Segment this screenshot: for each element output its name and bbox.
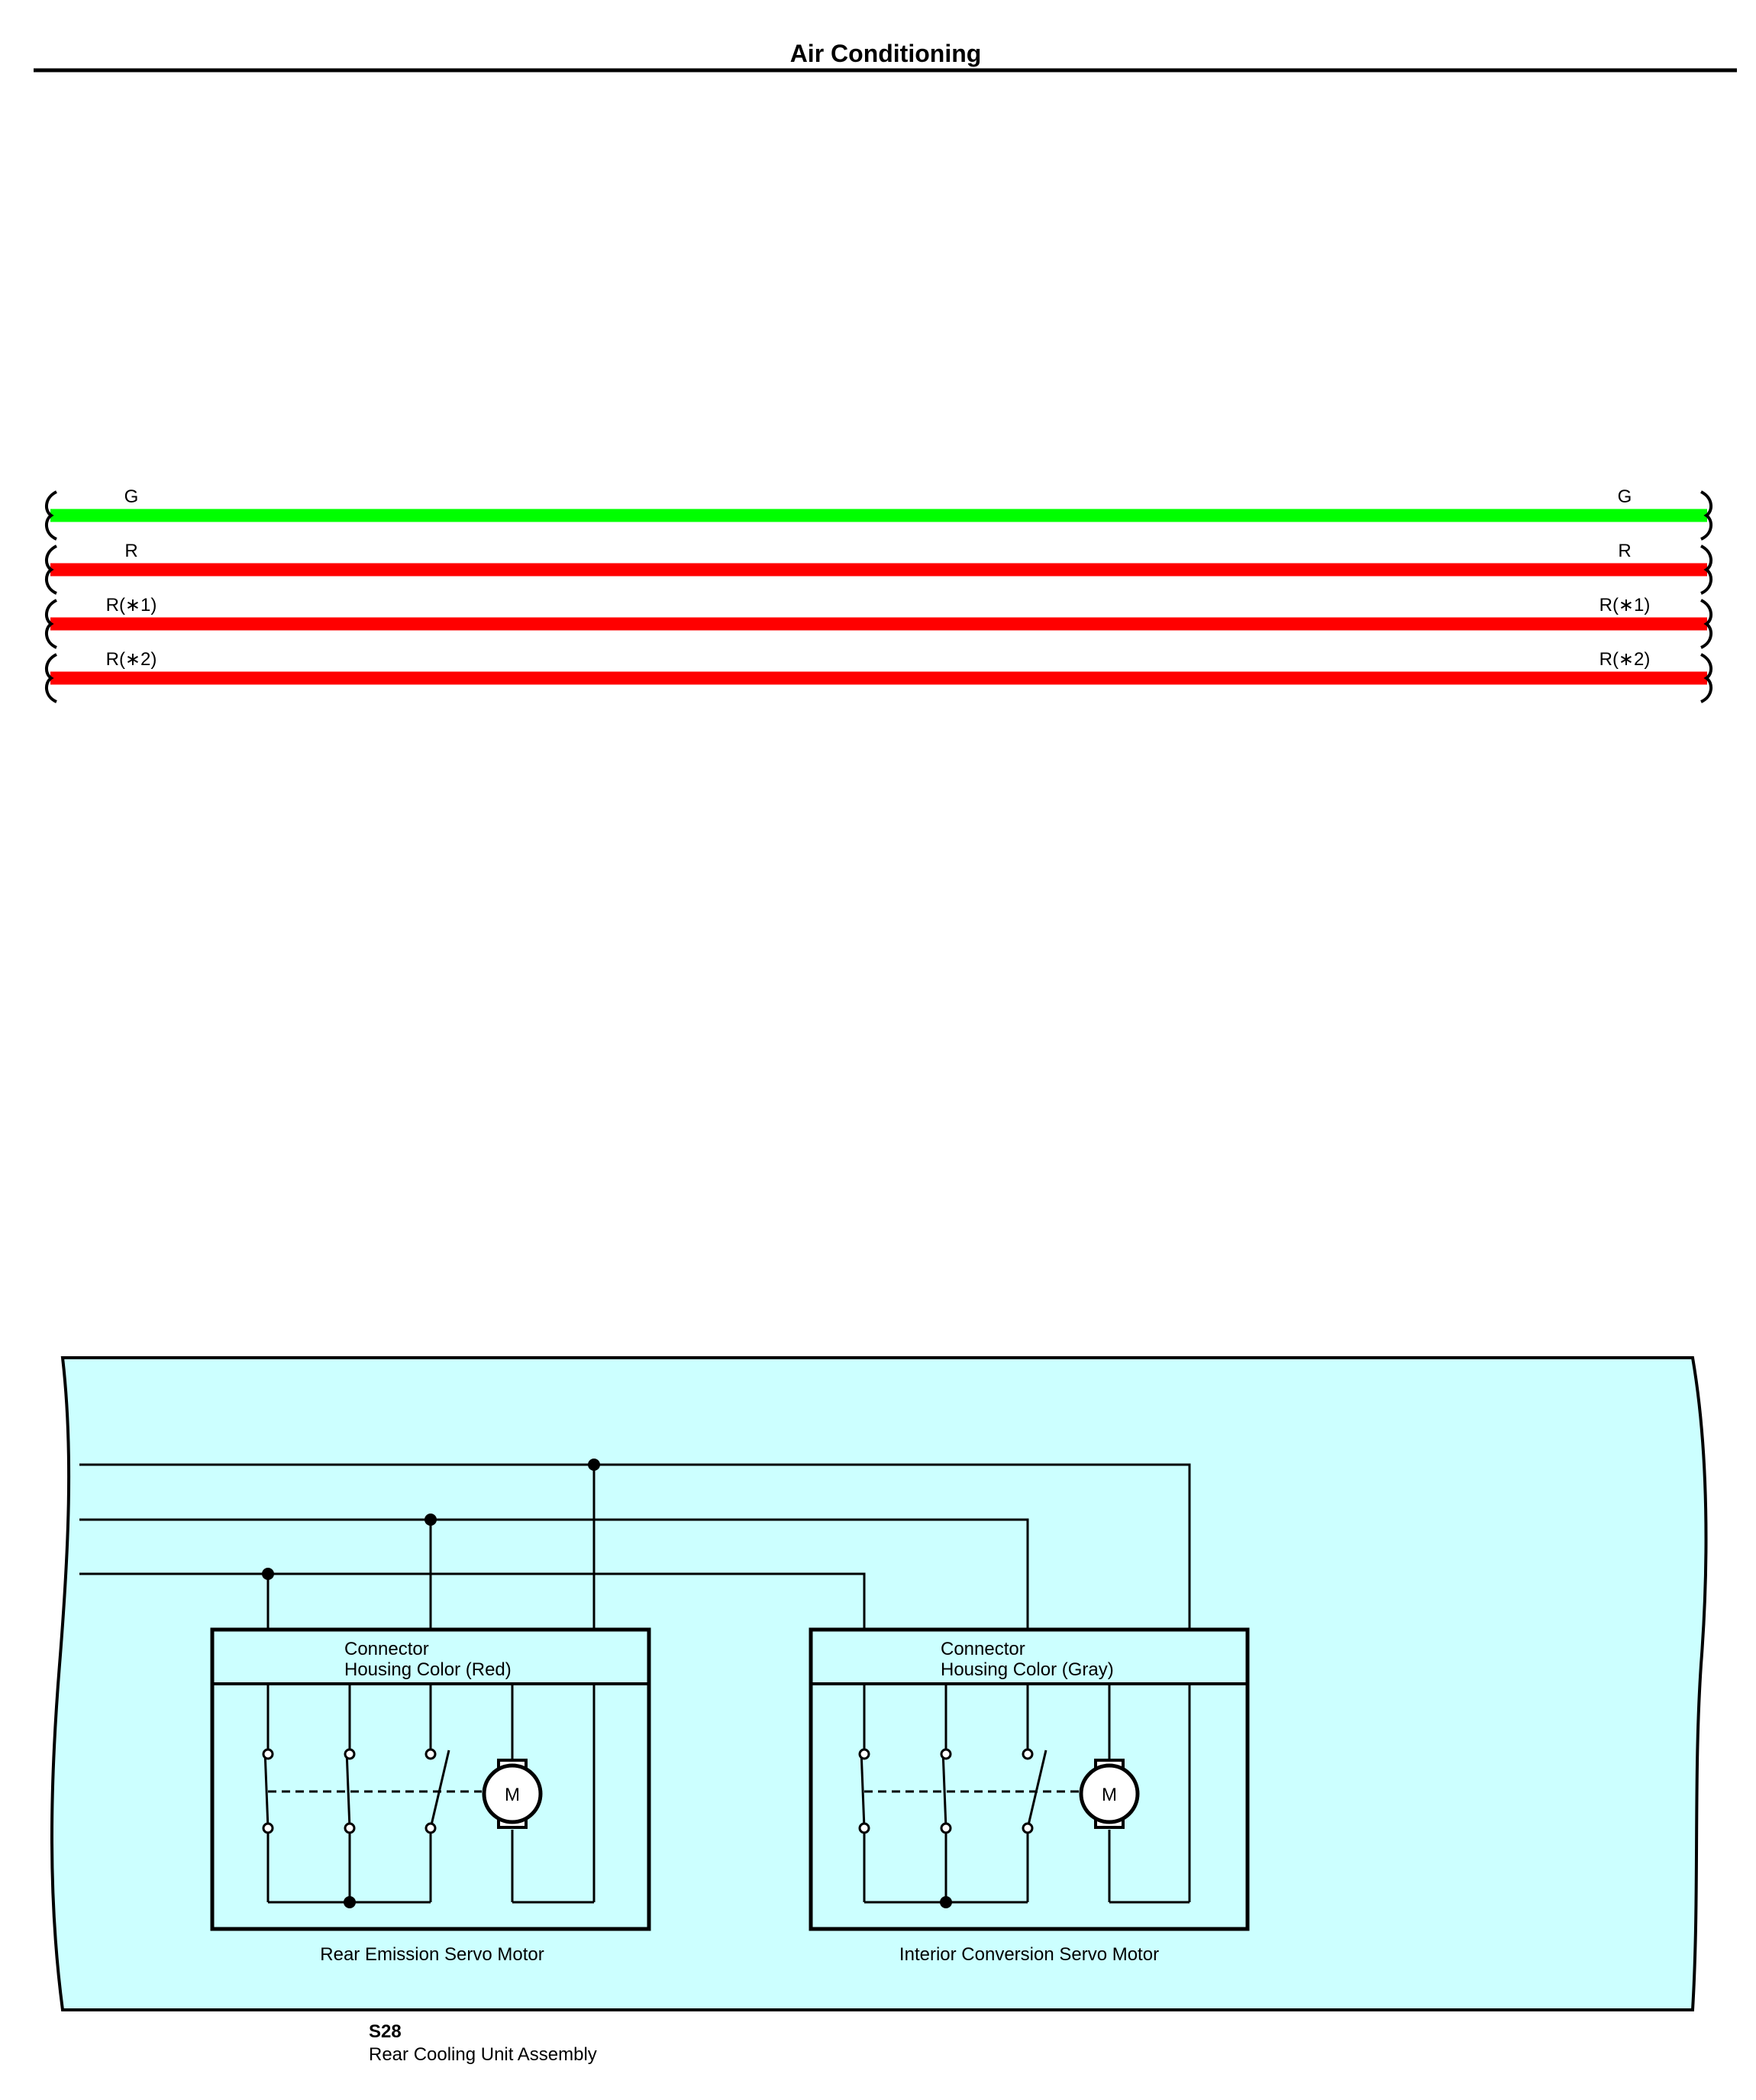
wire-break-right xyxy=(1700,490,1712,541)
rear-cooling-unit-assembly: Connector Housing Color (Red) xyxy=(50,1356,1708,2011)
page-title: Air Conditioning xyxy=(790,40,982,67)
rear-emission-servo-motor: Connector Housing Color (Red) xyxy=(210,1627,651,1965)
wire-break-left xyxy=(45,490,58,541)
wire-r: R R xyxy=(45,541,1712,595)
junction-dot xyxy=(424,1514,437,1526)
wire-r-2: R(∗2) R(∗2) xyxy=(45,649,1712,703)
switch-contacts xyxy=(262,1748,437,1834)
component-name: Rear Emission Servo Motor xyxy=(320,1944,544,1965)
wire-break-right xyxy=(1700,544,1712,595)
wire-g: G G xyxy=(45,486,1712,541)
connector-label-line2: Housing Color (Gray) xyxy=(941,1659,1114,1680)
internal-wiring xyxy=(263,1684,596,1904)
motor-symbol: M xyxy=(482,1759,543,1829)
motor-label: M xyxy=(505,1785,520,1805)
wire-break-right xyxy=(1700,653,1712,703)
assembly-code: S28 xyxy=(369,2021,402,2042)
switch-contacts xyxy=(858,1748,1034,1834)
component-box xyxy=(210,1627,651,1931)
wire-label-right: R xyxy=(1618,541,1631,561)
bus-lines xyxy=(79,1463,1191,1630)
wire-label-right: G xyxy=(1618,486,1632,507)
component-name: Interior Conversion Servo Motor xyxy=(899,1944,1159,1965)
wire-r-1: R(∗1) R(∗1) xyxy=(45,595,1712,649)
wire-label-right: R(∗1) xyxy=(1599,595,1651,615)
wire-label-left: R xyxy=(124,541,137,561)
wire-harness: G G R R R(∗1) R(∗1) R(∗2) R(∗2) xyxy=(45,486,1712,703)
component-box xyxy=(809,1627,1250,1931)
wire-label-right: R(∗2) xyxy=(1599,649,1651,670)
motor-label: M xyxy=(1102,1785,1117,1805)
connector-label-line1: Connector xyxy=(941,1639,1025,1659)
wire-label-left: G xyxy=(124,486,139,507)
wire-break-left xyxy=(45,653,58,703)
wire-label-left: R(∗1) xyxy=(106,595,157,615)
interior-conversion-servo-motor: Connector Housing Color (Gray) xyxy=(809,1627,1250,1965)
connector-label-line1: Connector xyxy=(344,1639,429,1659)
wire-break-left xyxy=(45,599,58,649)
bus-line-1 xyxy=(79,1463,1191,1630)
wire-break-right xyxy=(1700,599,1712,649)
junction-dot xyxy=(344,1896,356,1908)
wire-label-left: R(∗2) xyxy=(106,649,157,670)
motor-symbol: M xyxy=(1079,1759,1140,1829)
junction-dot xyxy=(262,1568,274,1580)
connector-label-line2: Housing Color (Red) xyxy=(344,1659,512,1680)
bus-line-3 xyxy=(79,1572,866,1630)
junction-dot xyxy=(588,1459,600,1471)
junction-dot xyxy=(940,1896,952,1908)
bus-line-2 xyxy=(79,1518,1029,1630)
assembly-name: Rear Cooling Unit Assembly xyxy=(369,2044,597,2065)
wire-break-left xyxy=(45,544,58,595)
